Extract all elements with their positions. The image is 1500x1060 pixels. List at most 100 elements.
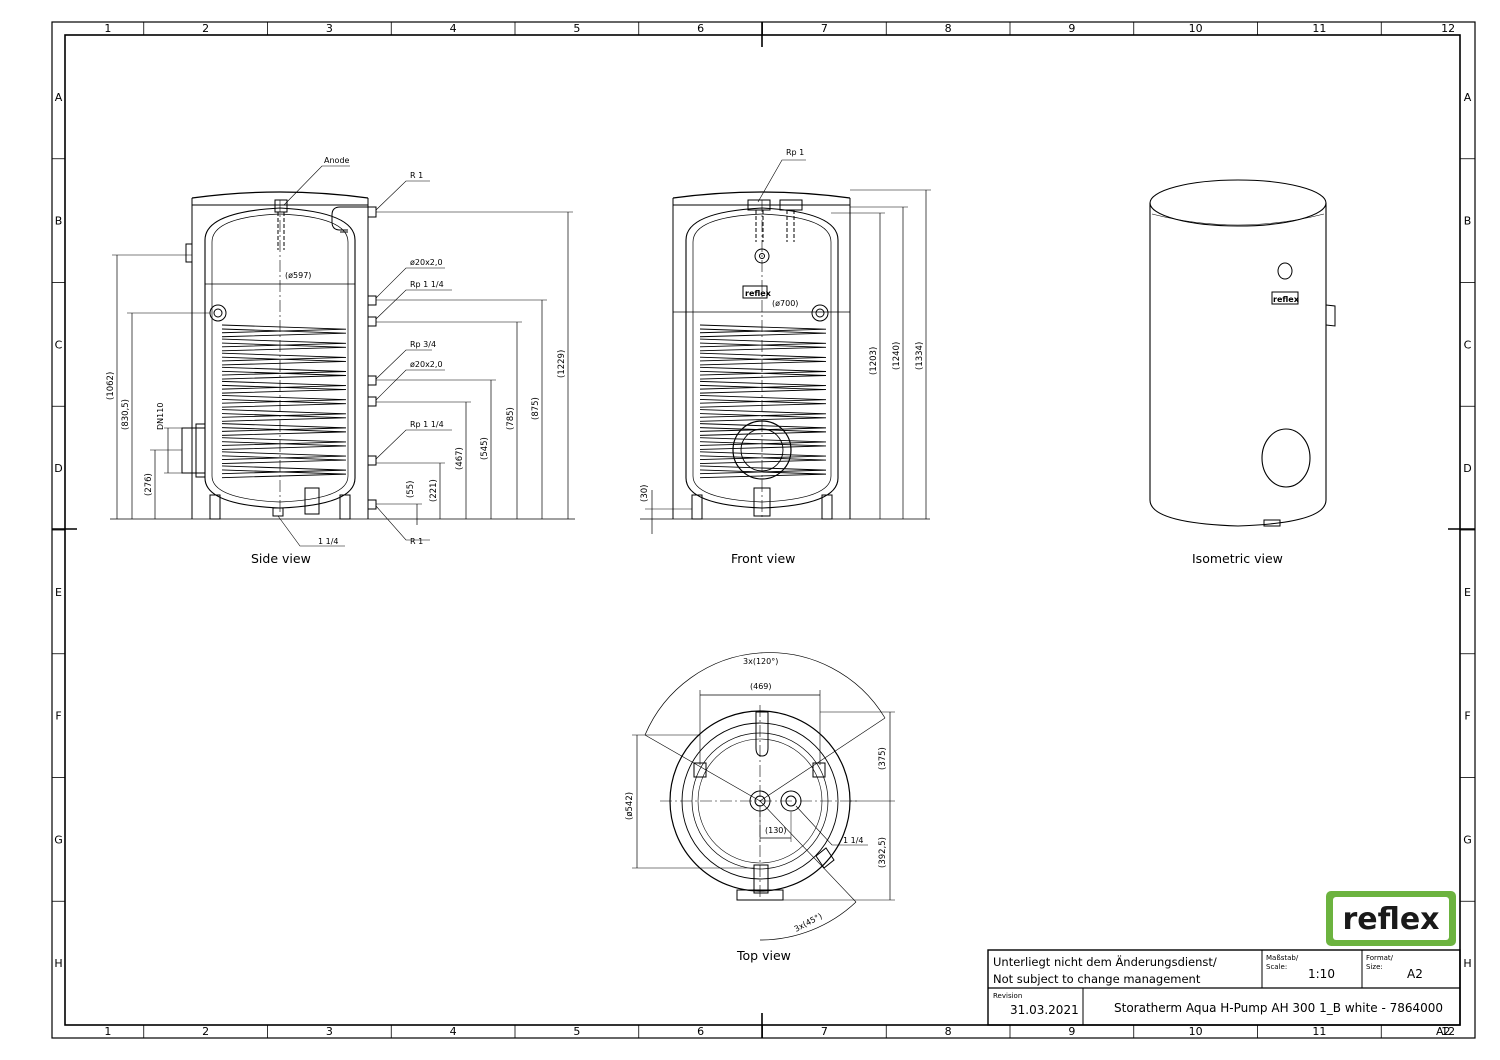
label-tube-1: ø20x2,0 — [410, 258, 443, 267]
grid-row-right-H: H — [1463, 957, 1471, 970]
dim-467: (467) — [455, 447, 465, 470]
top-view-title: Top view — [736, 948, 791, 963]
isometric-view-title: Isometric view — [1192, 551, 1283, 566]
isometric-view — [1149, 179, 1336, 527]
logo-text: reflex — [1342, 902, 1439, 937]
label-rp1: Rp 1 — [786, 148, 804, 157]
dim-830-5: (830,5) — [121, 399, 131, 430]
grid-row-left-G: G — [54, 833, 63, 846]
grid-row-right-F: F — [1464, 710, 1470, 723]
drawing-title: Storatherm Aqua H-Pump AH 300 1_B white … — [1114, 1001, 1443, 1015]
grid-row-right-A: A — [1464, 91, 1472, 104]
angle-3x120: 3x(120°) — [743, 657, 778, 666]
grid-row-left-B: B — [55, 215, 63, 228]
grid-row-right-E: E — [1464, 586, 1471, 599]
dim-469: (469) — [750, 682, 772, 691]
grid-row-right-B: B — [1464, 215, 1472, 228]
label-anode: Anode — [324, 156, 350, 165]
label-rp114-b: Rp 1 1/4 — [410, 420, 444, 429]
scale-label-de: Maßstab/ — [1266, 954, 1299, 962]
grid-col-top-3: 3 — [326, 22, 333, 35]
grid-col-top-6: 6 — [697, 22, 704, 35]
grid-col-top-11: 11 — [1312, 22, 1326, 35]
grid-col-bottom-10: 10 — [1189, 1025, 1203, 1038]
note-de: Unterliegt nicht dem Änderungsdienst/ — [993, 954, 1217, 969]
label-r1-top: R 1 — [410, 171, 423, 180]
grid-col-bottom-12: 12 — [1441, 1025, 1455, 1038]
grid-row-left-A: A — [55, 91, 63, 104]
grid-col-top-1: 1 — [104, 22, 111, 35]
revision-label: Revision — [993, 992, 1022, 1000]
label-rp114-a: Rp 1 1/4 — [410, 280, 444, 289]
grid-col-top-7: 7 — [821, 22, 828, 35]
front-logo-plate: reflex — [745, 289, 772, 298]
grid-col-bottom-6: 6 — [697, 1025, 704, 1038]
drawing-frame — [51, 21, 1476, 1039]
format-value: A2 — [1407, 967, 1423, 981]
top-view — [632, 652, 895, 941]
grid-col-top-5: 5 — [573, 22, 580, 35]
side-view-title: Side view — [251, 551, 311, 566]
label-bottom-114: 1 1/4 — [318, 537, 339, 546]
sheet-size: A2 — [1436, 1025, 1451, 1038]
scale-label-en: Scale: — [1266, 963, 1287, 971]
label-dn110: DN110 — [156, 403, 165, 430]
format-label-en: Size: — [1366, 963, 1383, 971]
grid-row-left-D: D — [54, 462, 62, 475]
scale-value: 1:10 — [1308, 967, 1335, 981]
note-en: Not subject to change management — [993, 972, 1201, 986]
grid-col-bottom-1: 1 — [104, 1025, 111, 1038]
dim-diameter-700: (ø700) — [772, 299, 798, 308]
side-view — [110, 165, 575, 547]
dim-875: (875) — [531, 397, 541, 420]
label-top-114: 1 1/4 — [843, 836, 864, 845]
grid-col-top-8: 8 — [945, 22, 952, 35]
angle-3x45: 3x(45°) — [793, 912, 824, 934]
grid-col-top-2: 2 — [202, 22, 209, 35]
dim-1229: (1229) — [557, 350, 567, 378]
title-block — [987, 949, 1461, 1026]
dim-130: (130) — [765, 826, 787, 835]
grid-col-top-4: 4 — [450, 22, 457, 35]
dim-375: (375) — [878, 747, 888, 770]
dim-276: (276) — [144, 473, 154, 496]
dim-1062: (1062) — [106, 372, 116, 400]
dim-785: (785) — [506, 407, 516, 430]
dim-392-5: (392,5) — [878, 837, 888, 868]
grid-row-left-E: E — [55, 586, 62, 599]
dim-221: (221) — [429, 479, 439, 502]
grid-col-bottom-5: 5 — [573, 1025, 580, 1038]
grid-col-bottom-9: 9 — [1068, 1025, 1075, 1038]
dim-1334: (1334) — [915, 342, 925, 370]
grid-row-left-H: H — [54, 957, 62, 970]
grid-row-right-D: D — [1463, 462, 1471, 475]
iso-logo-plate: reflex — [1273, 295, 1300, 304]
dim-1203: (1203) — [869, 347, 879, 375]
dim-545: (545) — [480, 437, 490, 460]
dim-30: (30) — [640, 485, 650, 502]
label-rp34: Rp 3/4 — [410, 340, 436, 349]
reflex-logo: reflex — [1326, 891, 1456, 946]
grid-row-left-F: F — [55, 710, 61, 723]
front-view-title: Front view — [731, 551, 795, 566]
grid-row-left-C: C — [55, 338, 63, 351]
grid-col-bottom-11: 11 — [1312, 1025, 1326, 1038]
revision-date: 31.03.2021 — [1010, 1003, 1079, 1017]
grid-col-bottom-4: 4 — [450, 1025, 457, 1038]
grid-col-bottom-3: 3 — [326, 1025, 333, 1038]
dim-1240: (1240) — [892, 342, 902, 370]
grid-col-top-10: 10 — [1189, 22, 1203, 35]
format-label-de: Format/ — [1366, 954, 1394, 962]
title-block-text: Unterliegt nicht dem Änderungsdienst/ No… — [993, 954, 1451, 1038]
grid-col-top-12: 12 — [1441, 22, 1455, 35]
grid-col-bottom-7: 7 — [821, 1025, 828, 1038]
side-view-text: Anode R 1 (ø597) ø20x2,0 Rp 1 1/4 Rp 3/4… — [106, 156, 567, 566]
grid-col-bottom-2: 2 — [202, 1025, 209, 1038]
label-r1-bottom: R 1 — [410, 537, 423, 546]
dim-diameter-597: (ø597) — [285, 271, 311, 280]
front-view — [640, 159, 931, 534]
label-tube-2: ø20x2,0 — [410, 360, 443, 369]
grid-row-right-C: C — [1464, 338, 1472, 351]
grid-col-top-9: 9 — [1068, 22, 1075, 35]
